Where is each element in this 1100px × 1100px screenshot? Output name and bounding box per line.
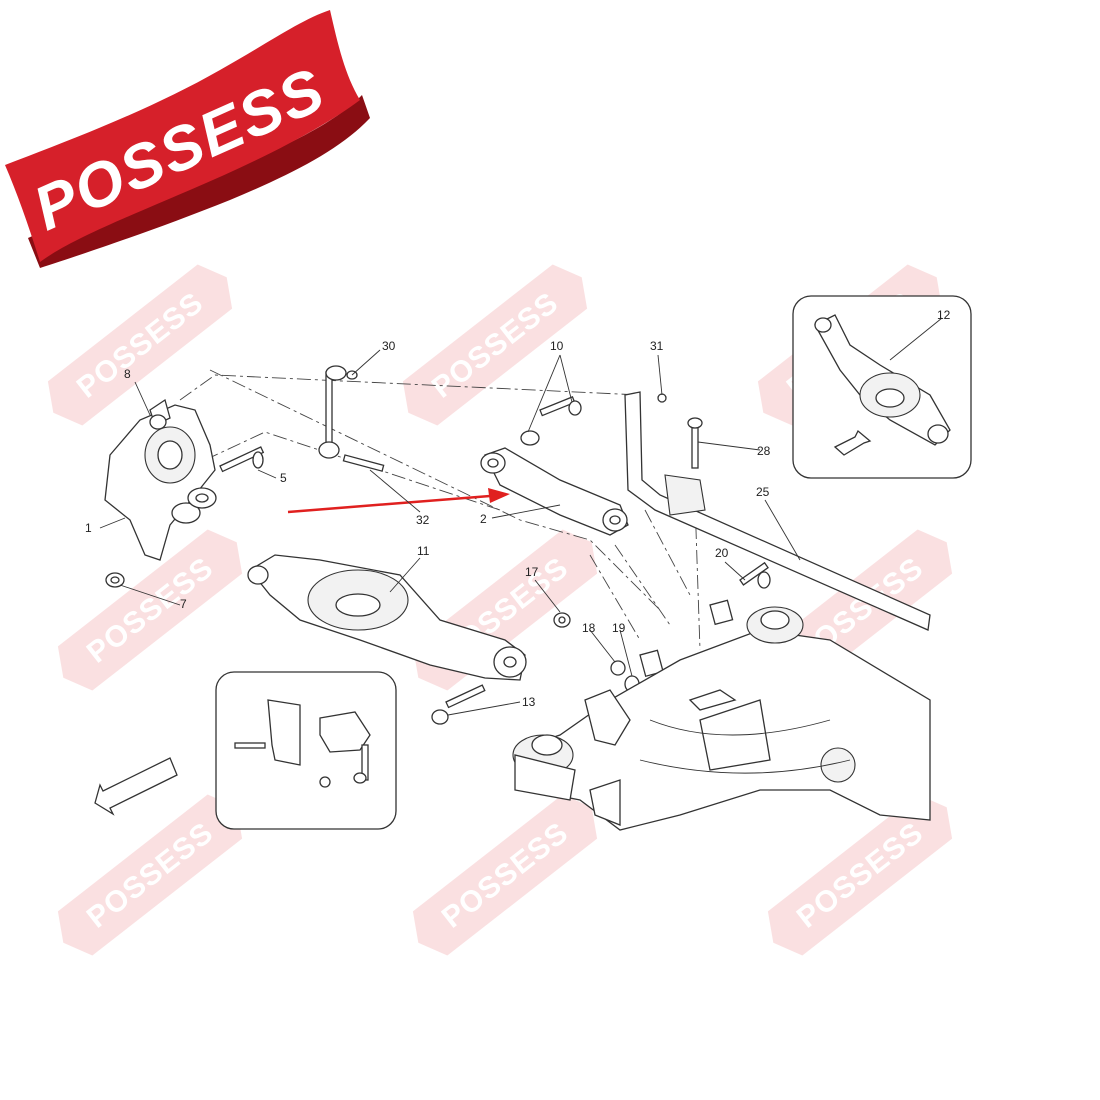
logo-banner xyxy=(5,10,360,262)
callout-17: 17 xyxy=(525,565,539,579)
callout-10: 10 xyxy=(550,339,564,353)
callout-8: 8 xyxy=(124,367,131,381)
svg-text:POSSESS: POSSESS xyxy=(81,816,220,935)
callout-19: 19 xyxy=(612,621,626,635)
callout-7: 7 xyxy=(180,597,187,611)
lower-control-arm xyxy=(247,554,527,681)
callout-25: 25 xyxy=(756,485,770,499)
callout-1: 1 xyxy=(85,521,92,535)
svg-text:POSSESS: POSSESS xyxy=(71,286,210,405)
stabilizer-link xyxy=(318,365,385,472)
knuckle xyxy=(104,398,216,561)
callout-5: 5 xyxy=(280,471,287,485)
front-direction-arrow-icon xyxy=(94,757,178,816)
watermark: POSSESS xyxy=(402,264,588,426)
bolt-5 xyxy=(219,446,265,473)
inset-height-sensor-detail xyxy=(215,671,397,830)
callout-2: 2 xyxy=(480,512,487,526)
callout-20: 20 xyxy=(715,546,729,560)
callout-13: 13 xyxy=(522,695,536,709)
callout-11: 11 xyxy=(417,544,430,558)
callout-32: 32 xyxy=(416,513,430,527)
callout-labels: 1 2 5 7 8 10 11 12 13 17 18 19 20 25 28 … xyxy=(85,308,951,709)
svg-text:POSSESS: POSSESS xyxy=(81,551,220,670)
highlight-arrow xyxy=(287,488,510,514)
watermark: POSSESS xyxy=(47,264,233,426)
watermark: POSSESS xyxy=(767,794,953,956)
svg-text:POSSESS: POSSESS xyxy=(426,286,565,405)
svg-text:POSSESS: POSSESS xyxy=(791,816,930,935)
callout-18: 18 xyxy=(582,621,596,635)
subframe xyxy=(512,606,931,831)
callout-28: 28 xyxy=(757,444,771,458)
upper-control-arm xyxy=(480,447,629,536)
callout-31: 31 xyxy=(650,339,664,353)
leader-lines xyxy=(99,317,943,716)
callout-12: 12 xyxy=(937,308,951,322)
callout-30: 30 xyxy=(382,339,396,353)
watermark: POSSESS xyxy=(412,794,598,956)
bolt-13 xyxy=(431,684,486,725)
nut-7 xyxy=(105,572,125,588)
svg-text:POSSESS: POSSESS xyxy=(436,816,575,935)
stabilizer-bar xyxy=(624,391,931,631)
bolt-10 xyxy=(520,396,582,446)
front-direction-arrow-icon xyxy=(833,429,872,456)
inset-lower-arm-detail xyxy=(792,295,972,479)
brand-logo: POSSESS xyxy=(5,10,370,268)
